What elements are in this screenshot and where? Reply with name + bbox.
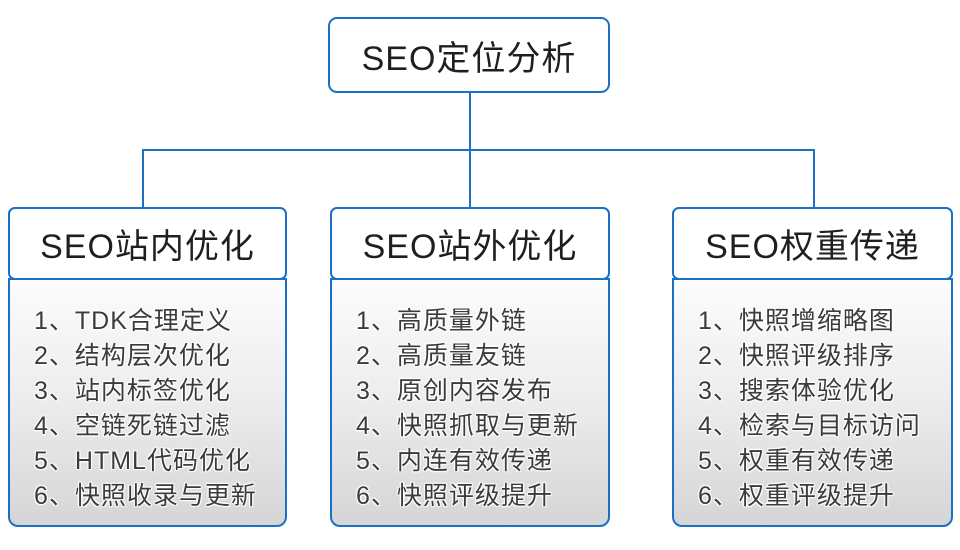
branch-offsite: SEO站外优化 1、高质量外链 2、高质量友链 3、原创内容发布 4、快照抓取与…: [330, 207, 610, 527]
branch-offsite-title: SEO站外优化: [362, 228, 578, 266]
list-item: 5、HTML代码优化: [34, 447, 251, 475]
branch-weight-header: SEO权重传递: [672, 207, 953, 280]
list-item: 4、空链死链过滤: [34, 412, 231, 440]
list-item: 2、高质量友链: [356, 342, 527, 370]
branch-weight-list: 1、快照增缩略图 2、快照评级排序 3、搜索体验优化 4、检索与目标访问 5、权…: [672, 278, 953, 527]
root-node: SEO定位分析: [328, 17, 610, 93]
list-item: 4、检索与目标访问: [698, 412, 921, 440]
list-item: 1、TDK合理定义: [34, 307, 232, 335]
list-item: 3、搜索体验优化: [698, 377, 895, 405]
connector-root-stem: [469, 91, 471, 151]
list-item: 5、权重有效传递: [698, 447, 895, 475]
branch-onsite-list: 1、TDK合理定义 2、结构层次优化 3、站内标签优化 4、空链死链过滤 5、H…: [8, 278, 287, 527]
connector-drop-left: [142, 149, 144, 208]
branch-offsite-list: 1、高质量外链 2、高质量友链 3、原创内容发布 4、快照抓取与更新 5、内连有…: [330, 278, 610, 527]
connector-horizontal: [142, 149, 815, 151]
list-item: 2、结构层次优化: [34, 342, 231, 370]
branch-offsite-header: SEO站外优化: [330, 207, 610, 280]
list-item: 1、高质量外链: [356, 307, 527, 335]
list-item: 5、内连有效传递: [356, 447, 553, 475]
list-item: 1、快照增缩略图: [698, 307, 895, 335]
connector-drop-center: [469, 149, 471, 208]
list-item: 3、站内标签优化: [34, 377, 231, 405]
branch-onsite-title: SEO站内优化: [40, 228, 255, 266]
branch-onsite-header: SEO站内优化: [8, 207, 287, 280]
list-item: 3、原创内容发布: [356, 377, 553, 405]
list-item: 6、快照收录与更新: [34, 482, 257, 510]
list-item: 4、快照抓取与更新: [356, 412, 579, 440]
list-item: 6、快照评级提升: [356, 482, 553, 510]
branch-onsite: SEO站内优化 1、TDK合理定义 2、结构层次优化 3、站内标签优化 4、空链…: [8, 207, 287, 527]
connector-drop-right: [813, 149, 815, 208]
root-node-label: SEO定位分析: [361, 39, 577, 78]
branch-weight-title: SEO权重传递: [705, 228, 920, 266]
list-item: 6、权重评级提升: [698, 482, 895, 510]
branch-weight: SEO权重传递 1、快照增缩略图 2、快照评级排序 3、搜索体验优化 4、检索与…: [672, 207, 953, 527]
list-item: 2、快照评级排序: [698, 342, 895, 370]
